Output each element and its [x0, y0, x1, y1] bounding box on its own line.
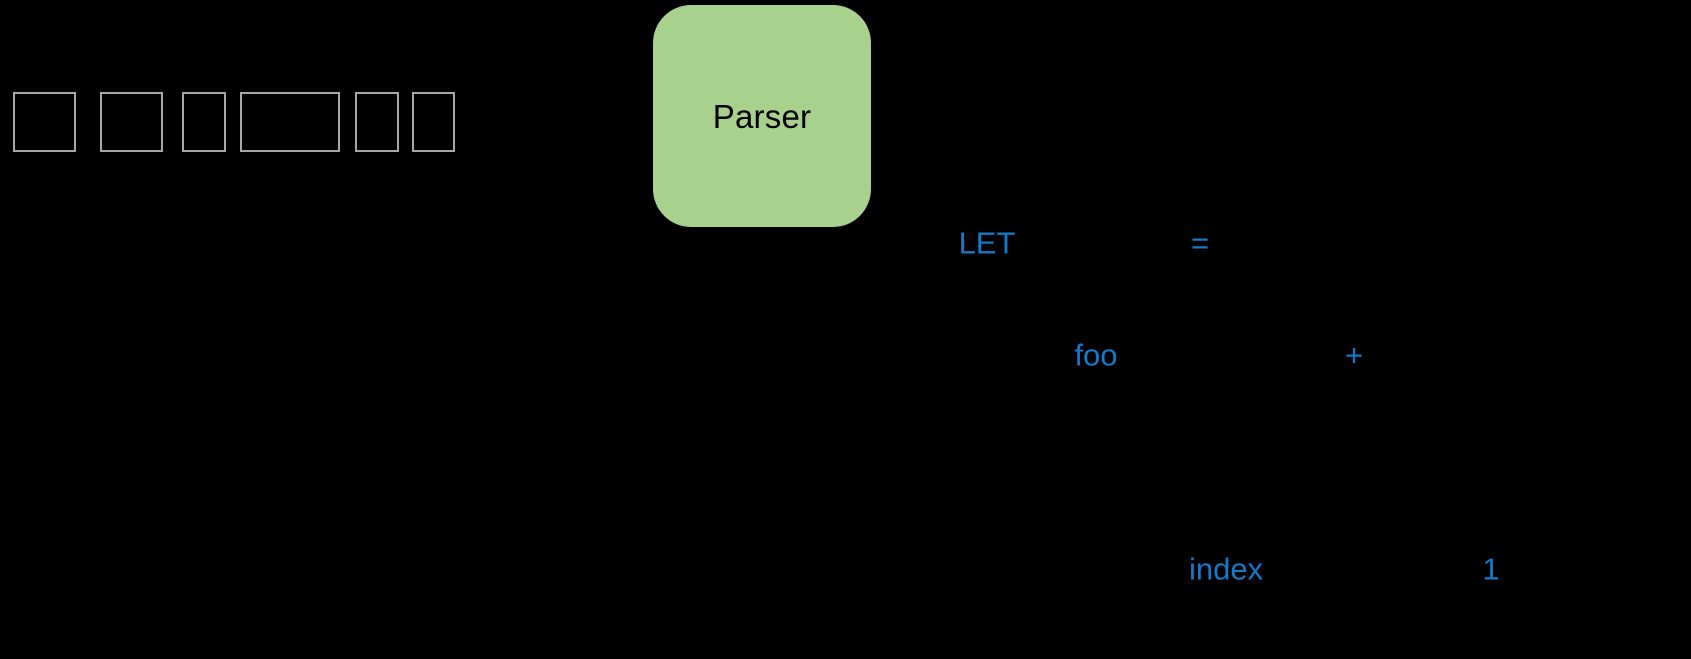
token-box[interactable] — [240, 92, 340, 152]
ast-node-foo[interactable]: foo — [1074, 337, 1118, 373]
token-box[interactable] — [13, 92, 76, 152]
ast-node-assign[interactable]: = — [1190, 225, 1210, 261]
ast-node-index[interactable]: index — [1188, 551, 1264, 587]
parser-label: Parser — [712, 97, 812, 135]
token-box[interactable] — [100, 92, 163, 152]
token-box[interactable] — [412, 92, 455, 152]
ast-edge-let-assign — [986, 224, 1201, 262]
parser-node[interactable]: Parser — [653, 5, 871, 227]
ast-node-one[interactable]: 1 — [1482, 551, 1500, 587]
ast-node-let[interactable]: LET — [958, 225, 1016, 261]
ast-node-plus[interactable]: + — [1344, 337, 1364, 373]
ast-edge-plus-index — [1225, 372, 1355, 552]
ast-edge-group — [986, 224, 1492, 552]
token-box[interactable] — [182, 92, 226, 152]
ast-edge-plus-one — [1353, 372, 1492, 552]
ast-edge-assign-foo — [1095, 260, 1201, 338]
token-box[interactable] — [355, 92, 399, 152]
ast-edge-assign-plus — [1199, 260, 1355, 338]
